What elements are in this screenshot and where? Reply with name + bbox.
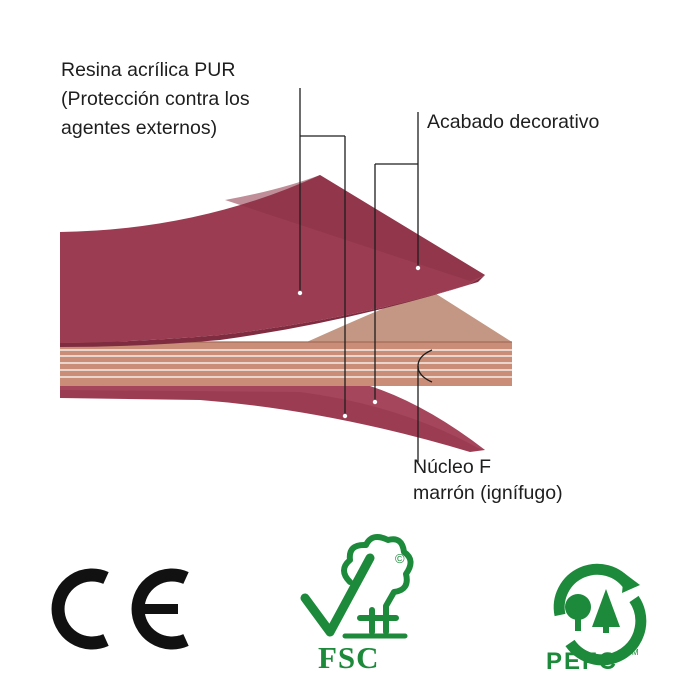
pefc-logo-text: PEFC (546, 648, 619, 675)
pefc-tree-icon (553, 563, 647, 666)
upper-decor-sheet-highlight (225, 175, 485, 281)
ce-logo (51, 568, 189, 650)
resin-leader (299, 88, 346, 416)
core-label-line2: marrón (ignífugo) (413, 482, 563, 504)
core-label-line1: Núcleo F (413, 456, 492, 478)
resin-label-line3: agentes externos) (61, 117, 218, 139)
resin-dot-top (297, 290, 303, 296)
resin-label-line1: Resina acrílica PUR (61, 59, 236, 81)
fsc-logo-text: FSC (318, 640, 380, 675)
decor-dot-bottom (372, 399, 378, 405)
core-front (60, 342, 512, 386)
decor-label: Acabado decorativo (427, 111, 600, 133)
resin-label-line2: (Protección contra los (61, 88, 250, 110)
pefc-trademark: TM (627, 648, 639, 657)
core-lines (60, 349, 512, 378)
decor-dot-top (415, 265, 421, 271)
lower-decor-sheet-shade (60, 383, 485, 450)
fsc-tree-icon (300, 533, 414, 639)
decor-leader (374, 112, 419, 402)
pefc-logo (540, 555, 650, 675)
fsc-copyright-mark: © (395, 551, 405, 566)
resin-dot-bottom (342, 413, 348, 419)
